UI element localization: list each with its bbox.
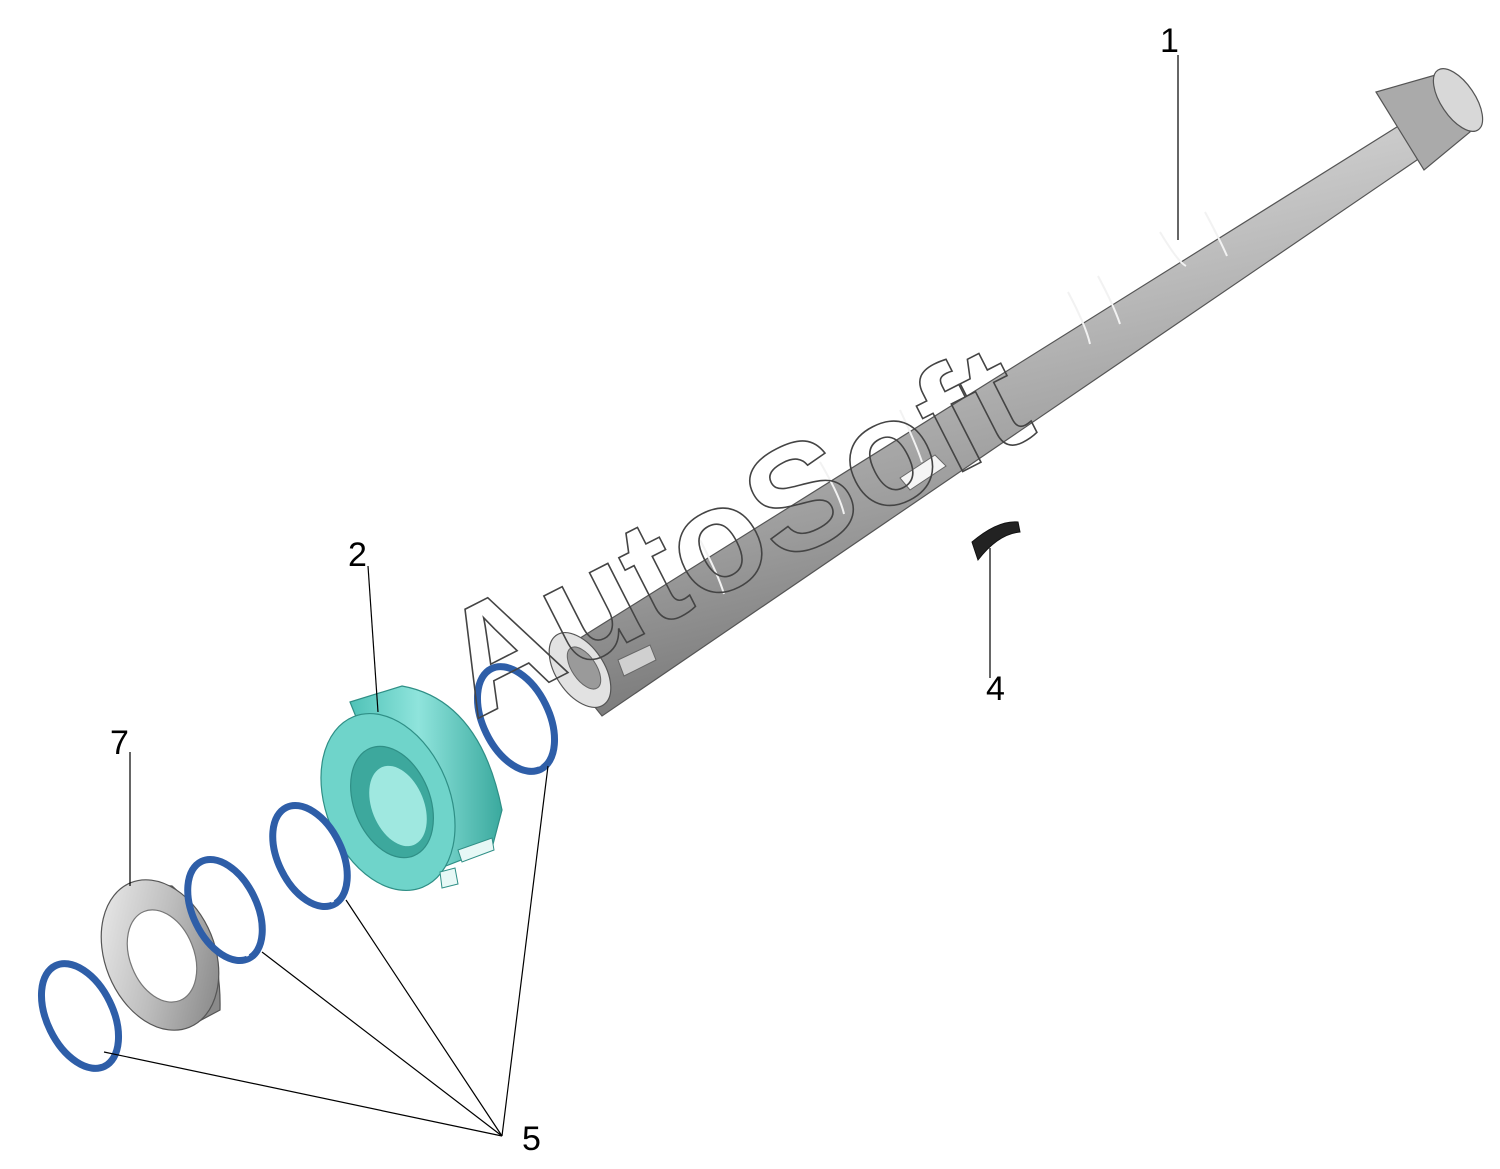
callout-1: 1 bbox=[1160, 22, 1179, 60]
leader-5d bbox=[501, 765, 549, 1137]
washer-part bbox=[100, 879, 221, 1031]
watermark: AutoSoft bbox=[413, 311, 1053, 748]
snap-ring-gaps bbox=[94, 755, 542, 1064]
snap-ring-4 bbox=[473, 663, 559, 775]
snap-ring-3 bbox=[269, 801, 351, 911]
callout-2: 2 bbox=[348, 536, 367, 574]
callout-7: 7 bbox=[110, 724, 129, 762]
shaft-part bbox=[548, 68, 1484, 717]
callout-4: 4 bbox=[986, 670, 1005, 708]
leader-5b bbox=[261, 951, 503, 1137]
snap-rings-part bbox=[37, 663, 559, 1072]
leader-2 bbox=[367, 565, 379, 713]
leader-5c bbox=[345, 899, 503, 1137]
snap-ring-1 bbox=[37, 960, 123, 1072]
leader-lines bbox=[103, 55, 1179, 1137]
sleeve-part bbox=[320, 685, 503, 892]
snap-ring-2 bbox=[184, 855, 266, 965]
leader-5a bbox=[103, 1051, 503, 1137]
callout-5: 5 bbox=[522, 1120, 541, 1158]
key-part bbox=[971, 521, 1021, 562]
